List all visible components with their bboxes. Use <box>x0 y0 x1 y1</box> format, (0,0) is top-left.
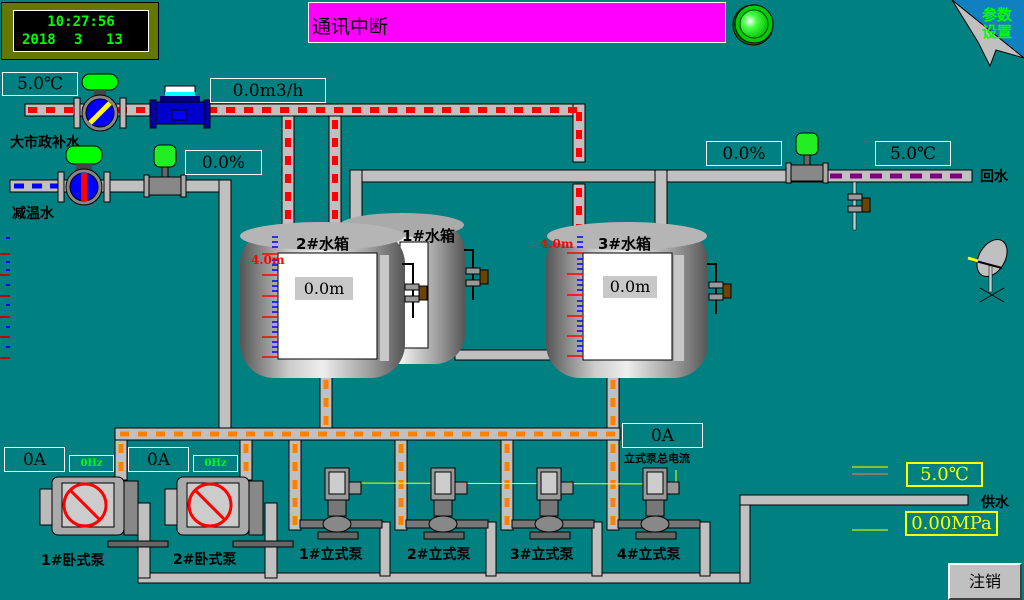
clock-month: 3 <box>74 32 83 48</box>
cooling-valve-opening: 0.0% <box>185 150 262 175</box>
tank-3-scale <box>567 236 583 357</box>
settings-label-2: 设置 <box>982 23 1013 41</box>
horizontal-pump-2-frequency: 0Hz <box>193 455 238 472</box>
tank-valve-icons <box>402 249 732 318</box>
cooling-control-valve-icon[interactable] <box>143 144 188 201</box>
municipal-valve-icon[interactable] <box>73 73 127 132</box>
supply-temperature: 5.0℃ <box>906 462 983 487</box>
status-banner: 通讯中断 <box>308 2 726 43</box>
horizontal-pump-1-current: 0A <box>4 447 65 472</box>
tank-3-scale-max: 4.0m <box>540 237 574 251</box>
vertical-pump-2-icon[interactable] <box>405 467 496 540</box>
vertical-pump-1-icon[interactable] <box>299 467 390 540</box>
return-valve-opening: 0.0% <box>706 141 782 166</box>
vertical-pump-3-icon[interactable] <box>511 467 602 540</box>
vertical-total-current: 0A <box>622 423 703 448</box>
horizontal-pump-2-current: 0A <box>128 447 189 472</box>
vertical-pump-2-name: 2#立式泵 <box>407 547 471 563</box>
settings-label-1: 参数 <box>982 6 1013 24</box>
cooling-valve-icon[interactable] <box>57 145 111 206</box>
horizontal-pump-1-icon[interactable] <box>39 475 169 548</box>
tank-3-name: 3#水箱 <box>598 235 652 253</box>
tank-3-level: 0.0m <box>603 276 657 298</box>
tank-2 <box>240 222 405 378</box>
return-label: 回水 <box>980 169 1008 185</box>
horizontal-pump-1-name: 1#卧式泵 <box>41 553 105 569</box>
horizontal-pump-2-name: 2#卧式泵 <box>173 552 237 568</box>
return-drain-valve-icon[interactable] <box>847 181 871 232</box>
supply-pipe <box>137 494 969 584</box>
municipal-flow: 0.0m3/h <box>210 78 326 103</box>
return-control-valve-icon[interactable] <box>785 132 830 185</box>
cooling-label: 减温水 <box>12 206 54 222</box>
status-banner-text: 通讯中断 <box>312 16 389 38</box>
vertical-total-label: 立式泵总电流 <box>624 452 690 465</box>
left-scale <box>0 237 10 359</box>
tank-3 <box>546 222 708 378</box>
satellite-dish-icon <box>967 239 1008 303</box>
page-curl-icon <box>951 0 1024 68</box>
header-pipe <box>114 374 621 531</box>
vertical-pump-4-name: 4#立式泵 <box>617 547 681 563</box>
return-temperature: 5.0℃ <box>875 141 951 166</box>
tank-2-scale <box>262 236 278 358</box>
vertical-pump-1-name: 1#立式泵 <box>299 547 363 563</box>
supply-label: 供水 <box>981 495 1009 511</box>
tank-2-name: 2#水箱 <box>296 235 350 253</box>
tank-1-name: 1#水箱 <box>402 227 456 245</box>
horizontal-pump-1-frequency: 0Hz <box>69 455 114 472</box>
municipal-label: 大市政补水 <box>10 135 80 151</box>
clock-year: 2018 <box>22 32 56 48</box>
status-light-icon <box>732 4 774 46</box>
clock-display: 10:27:56 2018 3 13 <box>13 10 149 52</box>
tank-2-level: 0.0m <box>295 277 353 300</box>
supply-pressure: 0.00MPa <box>905 511 998 536</box>
vertical-pump-4-icon[interactable] <box>617 467 708 540</box>
tank-2-scale-max: 4.0m <box>251 253 285 267</box>
flow-meter-icon <box>149 85 211 129</box>
clock-day: 13 <box>106 32 123 48</box>
municipal-temperature: 5.0℃ <box>2 72 78 96</box>
vertical-pump-3-name: 3#立式泵 <box>510 547 574 563</box>
clock-panel: 10:27:56 2018 3 13 <box>1 2 159 60</box>
settings-button[interactable]: 参数 设置 <box>950 0 1024 68</box>
logout-button[interactable]: 注销 <box>948 563 1022 600</box>
horizontal-pump-2-icon[interactable] <box>164 475 294 548</box>
clock-time: 10:27:56 <box>47 14 115 30</box>
